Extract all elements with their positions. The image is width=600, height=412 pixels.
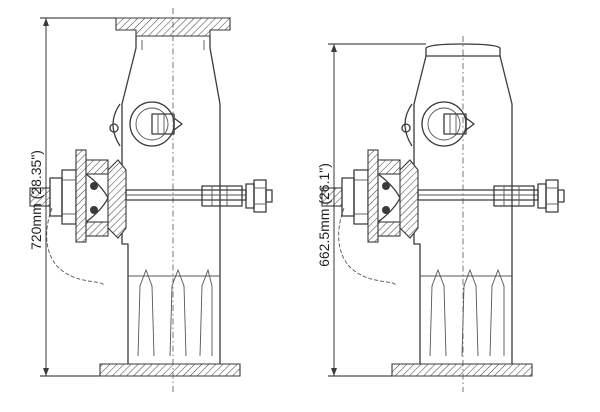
hydrant-right: 662.5mm (26.1") bbox=[316, 36, 565, 392]
hydrant-left: 720mm (28.35") bbox=[28, 8, 273, 392]
left-height-dimension-label: 720mm (28.35") bbox=[28, 150, 44, 250]
right-height-dimension-label: 662.5mm (26.1") bbox=[316, 163, 332, 267]
